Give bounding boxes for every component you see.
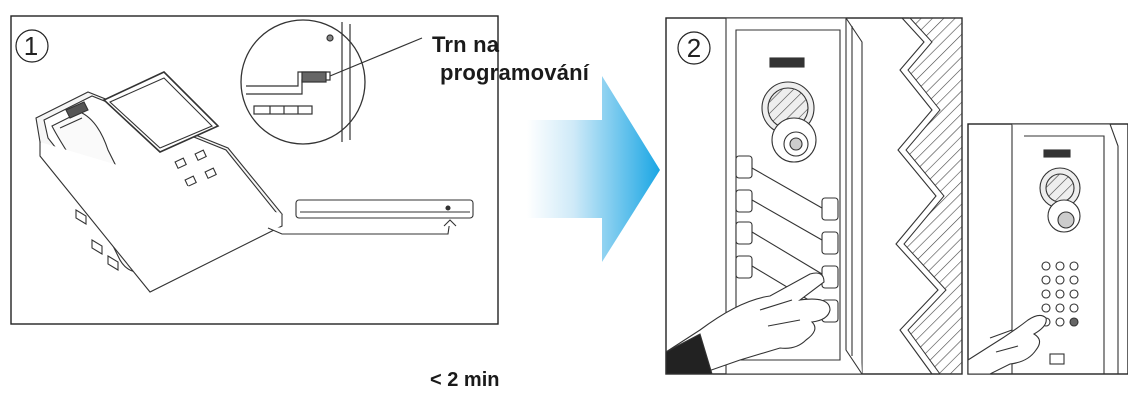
monitor-bottom-view: [267, 199, 474, 235]
callout-label-line2: programování: [440, 60, 590, 85]
arrow-icon: [527, 76, 660, 262]
panel-step1: [10, 15, 499, 325]
duration-label: < 2 min: [430, 369, 500, 391]
step1-circle: [15, 29, 49, 63]
programming-pin-zoom: [240, 19, 423, 145]
step1-number: 1: [23, 31, 39, 61]
panel-step2: [665, 17, 963, 375]
step2-circle: [677, 31, 711, 65]
step2-number: 2: [686, 33, 702, 63]
wall-section: [903, 17, 963, 375]
panel-keypad-inset: [967, 123, 1128, 375]
door-panel-illustration: [665, 17, 863, 375]
monitor-illustration: [35, 71, 283, 293]
callout-label-line1: Trn na: [432, 32, 500, 57]
